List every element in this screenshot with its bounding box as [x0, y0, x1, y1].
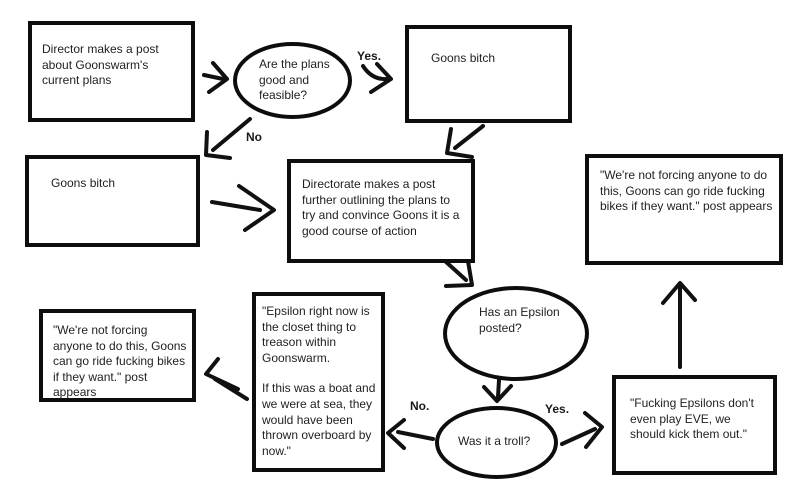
decision-epsilon-posted-text: Has an Epsilon posted? [479, 305, 560, 335]
edge-label-no-bottom: No. [410, 399, 430, 413]
node-not-forcing-post-right-text: "We're not forcing anyone to do this, Go… [600, 168, 773, 214]
decision-plans-good-feasible: Are the plans good and feasible? [233, 42, 352, 119]
arrow-epsilon-posted-to-troll [482, 378, 513, 403]
arrow-epsilon-treason-to-not-forcing-left [204, 357, 249, 401]
node-goons-bitch-top-text: Goons bitch [431, 51, 496, 65]
arrow-goons-left-to-directorate [210, 184, 276, 232]
arrow-director-to-plans-decision [202, 61, 229, 94]
edge-label-yes-top: Yes. [357, 49, 382, 63]
node-directorate-post: Directorate makes a post further outlini… [287, 159, 475, 263]
edge-label-yes-bottom: Yes. [545, 402, 570, 416]
arrow-plans-decision-to-goons-left [204, 117, 252, 160]
node-goons-bitch-top: Goons bitch [405, 25, 572, 123]
arrow-goons-top-to-directorate [445, 124, 485, 159]
node-epsilon-treason-paragraph-2: If this was a boat and we were at sea, t… [262, 381, 376, 458]
node-epsilon-treason: "Epsilon right now is the closet thing t… [252, 292, 385, 472]
arrow-plans-decision-to-goons-top [361, 62, 393, 94]
node-epsilon-treason-paragraph-1: "Epsilon right now is the closet thing t… [262, 304, 370, 365]
arrow-kick-them-out-to-not-forcing-right [661, 281, 697, 369]
node-goons-bitch-left-text: Goons bitch [51, 176, 116, 190]
node-directorate-post-text: Directorate makes a post further outlini… [302, 177, 460, 238]
node-kick-them-out: "Fucking Epsilons don't even play EVE, w… [612, 375, 777, 475]
decision-plans-good-feasible-text: Are the plans good and feasible? [259, 57, 330, 103]
node-not-forcing-post-right: "We're not forcing anyone to do this, Go… [585, 154, 783, 265]
node-director-post: Director makes a post about Goonswarm's … [28, 21, 195, 122]
node-director-post-text: Director makes a post about Goonswarm's … [42, 42, 159, 88]
node-goons-bitch-left: Goons bitch [25, 155, 200, 247]
arrow-troll-to-epsilon-treason [386, 418, 435, 450]
node-kick-them-out-text: "Fucking Epsilons don't even play EVE, w… [630, 396, 754, 442]
arrow-directorate-to-epsilon-posted [443, 259, 474, 288]
decision-was-it-troll-text: Was it a troll? [458, 434, 531, 448]
decision-epsilon-posted: Has an Epsilon posted? [443, 286, 589, 381]
node-not-forcing-post-left-text: "We're not forcing anyone to do this, Go… [53, 323, 187, 400]
node-not-forcing-post-left: "We're not forcing anyone to do this, Go… [39, 309, 196, 402]
arrow-troll-to-kick-them-out [560, 411, 604, 449]
edge-label-no-top: No [246, 130, 262, 144]
decision-was-it-troll: Was it a troll? [435, 406, 558, 479]
